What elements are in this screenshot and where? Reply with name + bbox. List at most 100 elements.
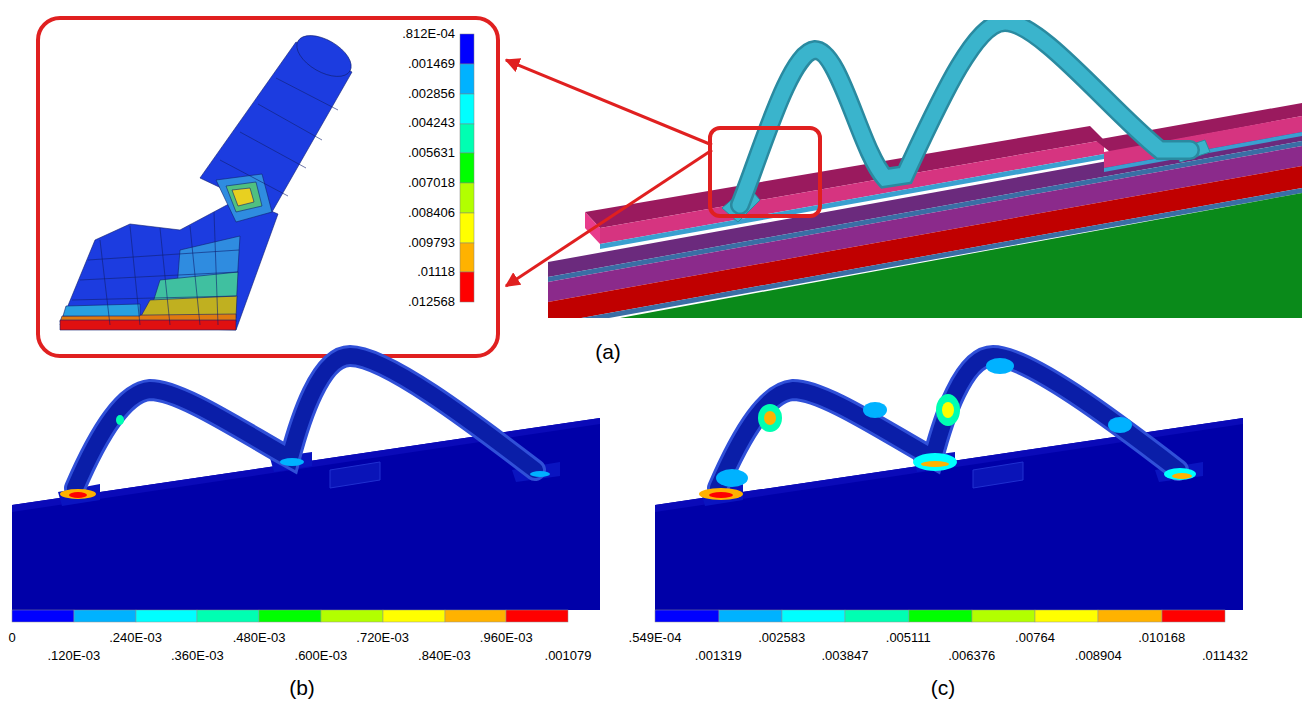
art-ellipse <box>1108 417 1132 433</box>
art-rect <box>460 183 474 213</box>
art-rect <box>719 610 782 622</box>
scale-value: .480E-03 <box>233 630 286 646</box>
scale-value: .001319 <box>695 648 742 664</box>
art-ellipse <box>69 492 87 498</box>
scale-value: .600E-03 <box>295 648 348 664</box>
art-polygon <box>585 126 1104 228</box>
art-ellipse <box>290 27 358 85</box>
art-rect <box>460 34 474 64</box>
highlight-box <box>710 128 820 216</box>
art-rect <box>655 610 719 622</box>
scale-value: .008904 <box>1075 648 1122 664</box>
art-ellipse <box>716 469 748 487</box>
art-ellipse <box>1172 473 1192 479</box>
scale-value: .240E-03 <box>109 630 162 646</box>
art-ellipse <box>280 458 304 466</box>
wire-bond-model <box>12 356 600 610</box>
art-polygon <box>60 320 236 330</box>
scale-value: .960E-03 <box>480 630 533 646</box>
scale-value: .006376 <box>948 648 995 664</box>
scale-value: .003847 <box>821 648 868 664</box>
art-ellipse <box>913 453 957 471</box>
art-rect <box>259 610 321 622</box>
leader-arrow <box>506 150 712 286</box>
scale-value: .001469 <box>408 56 455 72</box>
art-rect <box>1098 610 1162 622</box>
scale-value: .011432 <box>1202 648 1248 664</box>
scale-value: .008406 <box>408 205 455 221</box>
art-rect <box>197 610 259 622</box>
art-rect <box>136 610 197 622</box>
art-polygon <box>232 188 254 206</box>
art-ellipse <box>921 461 949 467</box>
scale-value: .360E-03 <box>171 648 224 664</box>
panel-label: (a) <box>595 340 621 364</box>
art-rect <box>1035 610 1098 622</box>
scale-value: .004243 <box>408 115 455 131</box>
art-ellipse <box>758 404 782 432</box>
art-rect <box>460 213 474 243</box>
art-rect <box>972 610 1035 622</box>
art-rect <box>460 243 474 272</box>
package-model <box>548 22 1302 318</box>
art-rect <box>1162 610 1225 622</box>
art-polygon <box>226 182 262 212</box>
art-ellipse <box>116 415 124 425</box>
art-ellipse <box>530 471 550 477</box>
art-path <box>740 22 1190 205</box>
scale-value: .005631 <box>408 145 455 161</box>
scale-value: .010168 <box>1138 630 1185 646</box>
art-ellipse <box>60 489 96 499</box>
art-rect <box>782 610 845 622</box>
art-ellipse <box>863 402 887 418</box>
scale-value: .005111 <box>886 630 931 646</box>
art-rect <box>506 610 568 622</box>
art-rect <box>321 610 383 622</box>
colorbar <box>12 610 568 622</box>
scale-value: .120E-03 <box>47 648 100 664</box>
art-polygon <box>63 304 140 316</box>
scale-value: .00764 <box>1015 630 1055 646</box>
scale-value: .001079 <box>545 648 592 664</box>
inset-frame <box>38 18 498 356</box>
panel-label: (c) <box>931 676 956 700</box>
art-polygon <box>600 140 1104 244</box>
colorbar <box>655 610 1225 622</box>
art-polygon <box>216 174 272 222</box>
art-rect <box>460 153 474 183</box>
scale-value: .002583 <box>758 630 805 646</box>
art-rect <box>460 94 474 124</box>
scale-value: .002856 <box>408 86 455 102</box>
scale-value: .549E-04 <box>629 630 682 646</box>
art-ellipse <box>709 492 733 498</box>
scale-value: .840E-03 <box>418 648 471 664</box>
scale-value: .812E-04 <box>402 26 455 42</box>
wire-bond-model <box>655 356 1243 610</box>
inset-wire <box>60 27 358 330</box>
art-rect <box>383 610 445 622</box>
art-polygon <box>600 154 1104 249</box>
art-rect <box>445 610 506 622</box>
art-rect <box>460 272 474 302</box>
scale-value: 0 <box>8 630 15 646</box>
art-rect <box>460 64 474 94</box>
art-ellipse <box>936 394 960 426</box>
art-ellipse <box>764 411 776 425</box>
scale-value: .720E-03 <box>356 630 409 646</box>
art-ellipse <box>942 402 954 418</box>
scale-value: .012568 <box>408 294 455 310</box>
inset-colorbar <box>460 34 474 302</box>
art-rect <box>12 610 74 622</box>
panel-label: (b) <box>289 676 315 700</box>
art-ellipse <box>699 488 743 500</box>
art-path <box>740 22 1190 205</box>
art-rect <box>74 610 136 622</box>
scale-value: .009793 <box>408 235 455 251</box>
stress-hotspots <box>699 358 1196 500</box>
stress-hotspots <box>60 415 550 499</box>
art-rect <box>845 610 909 622</box>
scale-value: .01118 <box>417 264 455 280</box>
art-path <box>72 78 338 325</box>
leader-arrow <box>506 60 712 145</box>
